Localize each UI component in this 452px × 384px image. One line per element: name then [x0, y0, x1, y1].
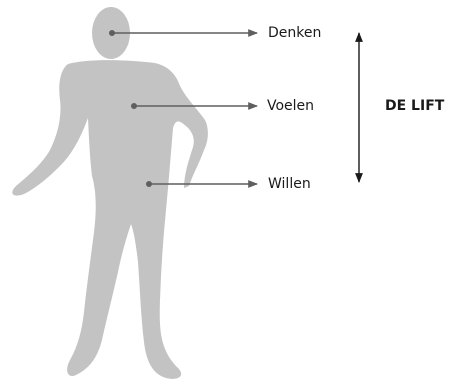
- label-willen: Willen: [268, 175, 311, 193]
- body-shape: [12, 60, 208, 379]
- label-voelen: Voelen: [267, 97, 314, 115]
- label-denken: Denken: [268, 24, 321, 42]
- label-de-lift: DE LIFT: [385, 97, 444, 115]
- human-silhouette: [12, 7, 208, 379]
